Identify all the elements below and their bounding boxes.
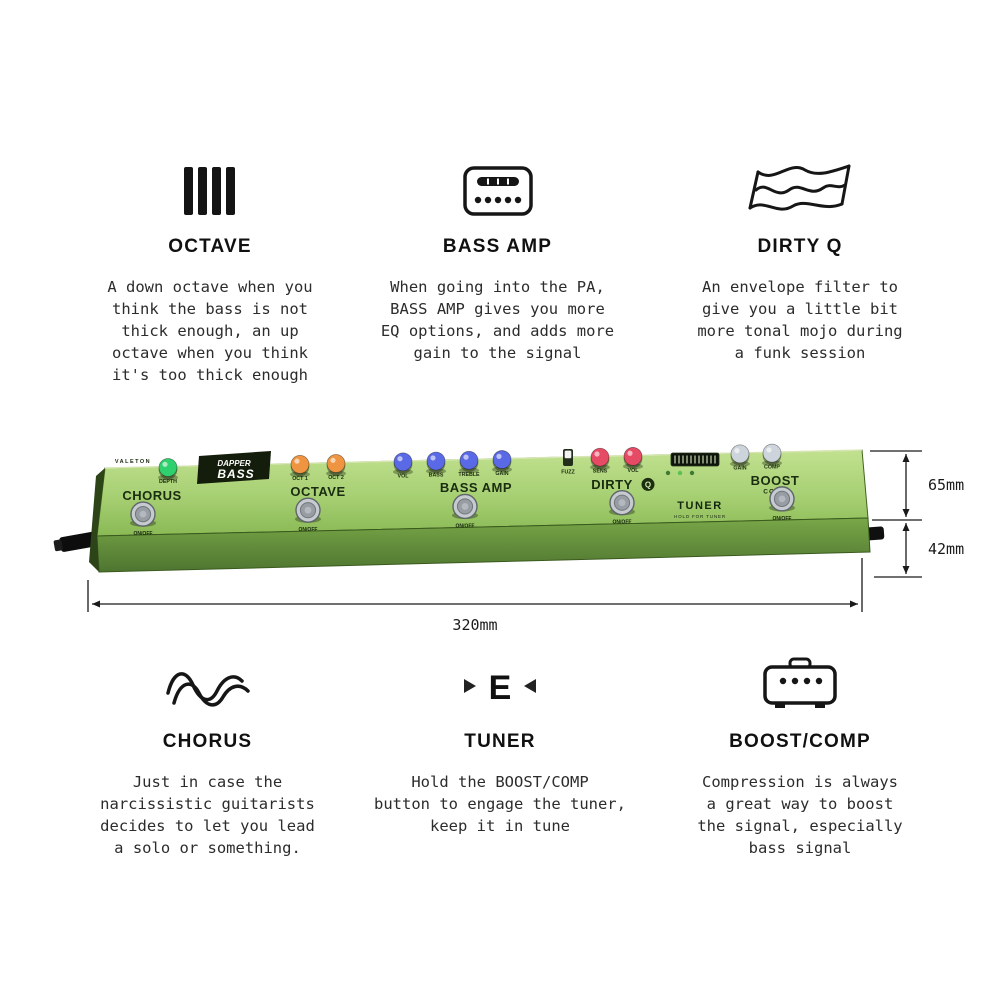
svg-text:OCT 1: OCT 1 bbox=[292, 476, 308, 482]
bass-amp-icon bbox=[345, 160, 650, 222]
svg-text:GAIN: GAIN bbox=[733, 465, 746, 471]
feature-bass-amp: BASS AMP When going into the PA, BASS AM… bbox=[345, 160, 650, 364]
feature-text: A down octave when you think the bass is… bbox=[107, 278, 313, 384]
footswitch-label: ON/OFF bbox=[613, 520, 632, 526]
piano-keys-icon bbox=[60, 160, 360, 222]
section-label-chorus: CHORUS bbox=[122, 488, 181, 503]
knob-oct-2: OCT 2 bbox=[326, 454, 346, 481]
svg-text:DIRTY: DIRTY bbox=[591, 477, 633, 492]
svg-text:SENS: SENS bbox=[593, 469, 608, 475]
footswitch: ON/OFF bbox=[769, 486, 795, 522]
feature-octave: OCTAVE A down octave when you think the … bbox=[60, 160, 360, 386]
svg-text:DAPPER: DAPPER bbox=[217, 459, 251, 468]
tuner-led bbox=[689, 470, 695, 476]
feature-title: OCTAVE bbox=[168, 236, 252, 257]
dim-width-label: 320mm bbox=[452, 616, 497, 634]
svg-text:VOL: VOL bbox=[398, 473, 410, 479]
knob-sens: SENS bbox=[590, 447, 610, 475]
section-label-bass-amp: BASS AMP bbox=[440, 480, 512, 495]
feature-text: Just in case the narcissistic guitarists… bbox=[100, 773, 315, 857]
dapper-bass-logo: DAPPER BASS bbox=[197, 451, 271, 484]
footswitch: ON/OFF bbox=[130, 501, 156, 537]
feature-title: CHORUS bbox=[162, 731, 253, 752]
svg-text:Q: Q bbox=[645, 480, 651, 489]
svg-text:TREBLE: TREBLE bbox=[458, 472, 480, 478]
svg-text:CHORUS: CHORUS bbox=[122, 488, 181, 503]
section-label-dirty: DIRTY Q bbox=[591, 477, 655, 492]
dim-depth-label: 42mm bbox=[928, 540, 964, 558]
footswitch: ON/OFF bbox=[609, 489, 635, 526]
svg-text:GAIN: GAIN bbox=[495, 471, 508, 477]
svg-text:COMP: COMP bbox=[764, 465, 780, 471]
footswitch-label: ON/OFF bbox=[456, 523, 475, 529]
knob-gain: GAIN bbox=[730, 444, 750, 471]
toggle-fuzz: FUZZ bbox=[561, 448, 576, 475]
feature-text: When going into the PA, BASS AMP gives y… bbox=[380, 278, 615, 362]
dim-height-top-label: 65mm bbox=[928, 476, 964, 494]
section-label-octave: OCTAVE bbox=[290, 484, 345, 499]
svg-text:BASS: BASS bbox=[429, 473, 444, 479]
svg-text:DEPTH: DEPTH bbox=[159, 479, 177, 485]
tuner-sub-label: HOLD FOR TUNER bbox=[674, 514, 726, 519]
tuner-display: TUNER HOLD FOR TUNER bbox=[665, 452, 726, 519]
tuner-led bbox=[665, 470, 671, 476]
feature-text: Compression is always a great way to boo… bbox=[697, 773, 903, 857]
knob-vol: VOL bbox=[393, 452, 413, 479]
knob-depth: DEPTH bbox=[158, 458, 178, 485]
envelope-wave-icon bbox=[645, 160, 955, 222]
dimension-annotations bbox=[87, 450, 922, 612]
feature-text: Hold the BOOST/COMP button to engage the… bbox=[374, 773, 626, 835]
tuner-led bbox=[677, 470, 683, 476]
feature-text: An envelope filter to give you a little … bbox=[697, 278, 903, 362]
tuner-label: TUNER bbox=[677, 500, 722, 512]
svg-text:E: E bbox=[489, 669, 512, 707]
knob-gain: GAIN bbox=[492, 450, 512, 477]
chorus-waves-icon bbox=[55, 655, 360, 717]
svg-text:OCT 2: OCT 2 bbox=[328, 475, 344, 481]
svg-text:FUZZ: FUZZ bbox=[561, 469, 575, 475]
feature-title: TUNER bbox=[464, 731, 536, 752]
feature-title: BASS AMP bbox=[442, 236, 553, 257]
feature-boost-comp: BOOST/COMP Compression is always a great… bbox=[645, 655, 955, 859]
footswitch-label: ON/OFF bbox=[299, 527, 318, 533]
footswitch-label: ON/OFF bbox=[773, 516, 792, 522]
feature-tuner: E TUNER Hold the BOOST/COMP button to en… bbox=[345, 655, 655, 837]
knob-comp: COMP bbox=[762, 443, 782, 471]
footswitch-label: ON/OFF bbox=[134, 531, 153, 537]
knob-oct-1: OCT 1 bbox=[290, 454, 310, 482]
knob-treble: TREBLE bbox=[458, 450, 480, 478]
svg-text:BASS AMP: BASS AMP bbox=[440, 480, 512, 495]
svg-text:OCTAVE: OCTAVE bbox=[290, 484, 345, 499]
feature-title: DIRTY Q bbox=[757, 236, 843, 257]
svg-text:VOL: VOL bbox=[628, 468, 640, 474]
tuner-note-icon: E bbox=[345, 655, 655, 717]
input-jack bbox=[53, 531, 97, 552]
brand-label: VALETON bbox=[115, 459, 151, 465]
amp-head-icon bbox=[645, 655, 955, 717]
feature-title: BOOST/COMP bbox=[729, 731, 871, 752]
knob-row: DEPTH OCT 1 OCT 2 VOL BASS TREBLE GAIN FUZZ SENS… bbox=[158, 443, 782, 485]
footswitch-row: ON/OFF ON/OFF ON/OFF ON/OFF ON/OFF bbox=[130, 486, 795, 537]
pedal-left-side bbox=[89, 468, 105, 572]
footswitch: ON/OFF bbox=[295, 497, 321, 533]
svg-text:BASS: BASS bbox=[217, 467, 254, 481]
pedal-front-face bbox=[96, 517, 871, 573]
knob-vol: VOL bbox=[623, 447, 643, 474]
pedal-diagram: VALETON DAPPER BASS TUNER HOLD FOR TUNER… bbox=[53, 443, 964, 634]
feature-dirty-q: DIRTY Q An envelope filter to give you a… bbox=[645, 160, 955, 364]
footswitch: ON/OFF bbox=[452, 493, 478, 529]
knob-bass: BASS bbox=[426, 451, 446, 479]
feature-chorus: CHORUS Just in case the narcissistic gui… bbox=[55, 655, 360, 859]
svg-text:BOOST: BOOST bbox=[751, 473, 800, 488]
